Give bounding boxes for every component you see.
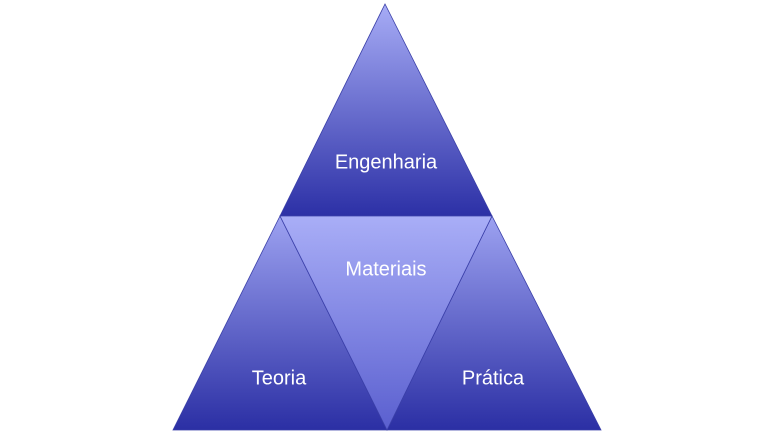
top-triangle: [279, 3, 493, 217]
top-label: Engenharia: [335, 151, 438, 173]
right-label: Prática: [462, 367, 525, 389]
center-label: Materiais: [345, 258, 426, 280]
center-inverted-triangle: [279, 215, 493, 431]
left-label: Teoria: [252, 367, 307, 389]
